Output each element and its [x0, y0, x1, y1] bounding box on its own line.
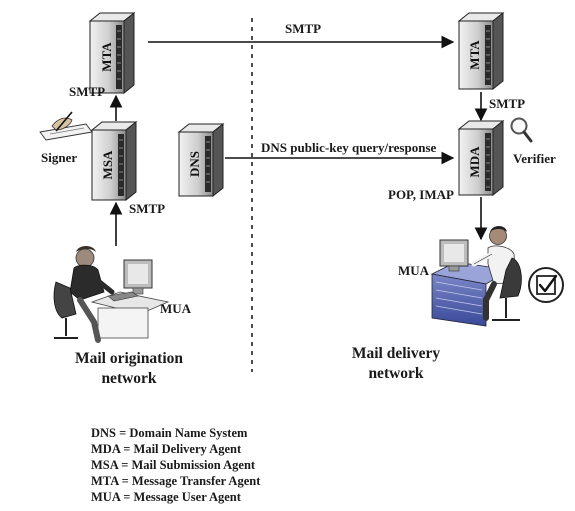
smtp-mta-mda-label: SMTP — [489, 96, 525, 111]
verifier-magnifier-icon — [510, 117, 533, 143]
dns-query-label: DNS public-key query/response — [261, 140, 437, 155]
msa-server-icon: MSA — [90, 120, 138, 202]
dns-label: DNS — [187, 151, 202, 177]
origination-network-label-line1: Mail origination — [75, 350, 183, 367]
right-user-desk-icon — [430, 226, 522, 327]
legend: DNS = Domain Name System MDA = Mail Deli… — [91, 426, 261, 504]
legend-item: MUA = Message User Agent — [91, 490, 242, 504]
mua-right-label: MUA — [398, 263, 430, 278]
mta-left-server-icon: MTA — [88, 11, 136, 95]
mda-server-icon: MDA — [457, 119, 505, 197]
legend-item: DNS = Domain Name System — [91, 426, 248, 440]
signer-pen-icon — [39, 111, 93, 141]
smtp-mua-msa-label: SMTP — [129, 201, 165, 216]
left-user-desk-icon — [53, 246, 170, 343]
dns-server-icon: DNS — [177, 122, 225, 198]
mda-label: MDA — [467, 146, 482, 178]
legend-item: MTA = Message Transfer Agent — [91, 474, 261, 488]
origination-network-label-line2: network — [101, 370, 156, 387]
mta-left-label: MTA — [99, 42, 114, 72]
mua-left-label: MUA — [160, 301, 192, 316]
mta-right-label: MTA — [467, 40, 482, 70]
msa-label: MSA — [100, 150, 115, 180]
verifier-label: Verifier — [513, 151, 556, 166]
legend-item: MSA = Mail Submission Agent — [91, 458, 256, 472]
smtp-top-label: SMTP — [285, 21, 321, 36]
delivery-network-label-line2: network — [368, 365, 423, 382]
pop-imap-label: POP, IMAP — [388, 187, 454, 202]
mta-right-server-icon: MTA — [457, 11, 505, 91]
smtp-msa-mta-label: SMTP — [69, 84, 105, 99]
legend-item: MDA = Mail Delivery Agent — [91, 442, 242, 456]
signer-label: Signer — [41, 150, 77, 165]
verified-check-icon — [528, 267, 564, 303]
delivery-network-label-line1: Mail delivery — [352, 345, 440, 362]
